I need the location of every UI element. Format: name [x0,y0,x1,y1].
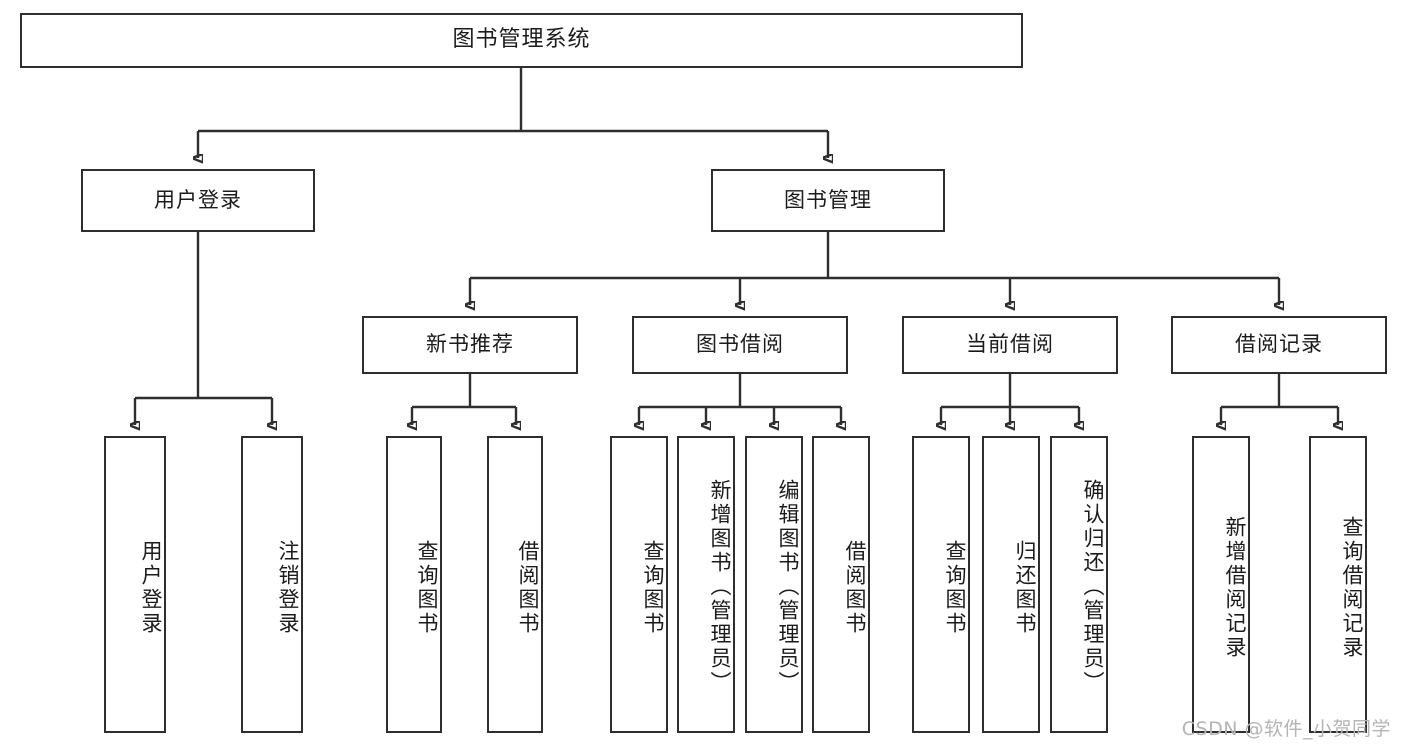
node-label: 图书管理 [784,187,872,212]
node-user-login[interactable]: 用户登录 [81,169,315,232]
node-root-book-management-system[interactable]: 图书管理系统 [20,13,1023,68]
leaf-edit-book-admin[interactable]: 编辑图书（管理员） [745,436,803,733]
node-book-management[interactable]: 图书管理 [711,169,945,232]
leaf-borrow-book[interactable]: 借阅图书 [812,436,870,733]
leaf-query-borrow-record[interactable]: 查询借阅记录 [1309,436,1367,733]
leaf-query-book-recommend[interactable]: 查询图书 [386,436,442,733]
node-label: 借阅图书 [843,539,867,636]
node-label: 图书借阅 [696,332,784,357]
node-current-borrow[interactable]: 当前借阅 [902,316,1118,374]
node-label: 借阅记录 [1235,332,1323,357]
node-label: 借阅图书 [516,539,540,636]
leaf-add-borrow-record[interactable]: 新增借阅记录 [1192,436,1250,733]
node-book-borrow[interactable]: 图书借阅 [632,316,848,374]
node-label: 查询图书 [943,539,967,636]
node-label: 查询图书 [641,539,665,636]
leaf-user-logout[interactable]: 注销登录 [241,436,303,733]
leaf-confirm-return-admin[interactable]: 确认归还（管理员） [1050,436,1108,733]
leaf-query-book-borrow[interactable]: 查询图书 [610,436,668,733]
node-label: 当前借阅 [966,332,1054,357]
node-label: 查询借阅记录 [1340,515,1364,660]
node-label: 新增图书（管理员） [708,478,732,695]
node-label: 确认归还（管理员） [1081,478,1105,695]
node-label: 图书管理系统 [452,27,591,53]
node-label: 归还图书 [1013,539,1037,636]
node-label: 新增借阅记录 [1223,515,1247,660]
node-label: 查询图书 [415,539,439,636]
leaf-add-book-admin[interactable]: 新增图书（管理员） [677,436,735,733]
leaf-user-login[interactable]: 用户登录 [104,436,166,733]
watermark-text: CSDN @软件_小贺同学 [1181,718,1391,740]
node-label: 用户登录 [139,539,163,636]
leaf-return-book[interactable]: 归还图书 [982,436,1040,733]
node-borrow-record[interactable]: 借阅记录 [1171,316,1387,374]
node-label: 新书推荐 [426,332,514,357]
leaf-query-book-current[interactable]: 查询图书 [912,436,970,733]
node-label: 用户登录 [154,187,242,212]
node-new-book-recommend[interactable]: 新书推荐 [362,316,578,374]
leaf-borrow-book-recommend[interactable]: 借阅图书 [487,436,543,733]
node-label: 注销登录 [276,539,300,636]
node-label: 编辑图书（管理员） [776,478,800,695]
